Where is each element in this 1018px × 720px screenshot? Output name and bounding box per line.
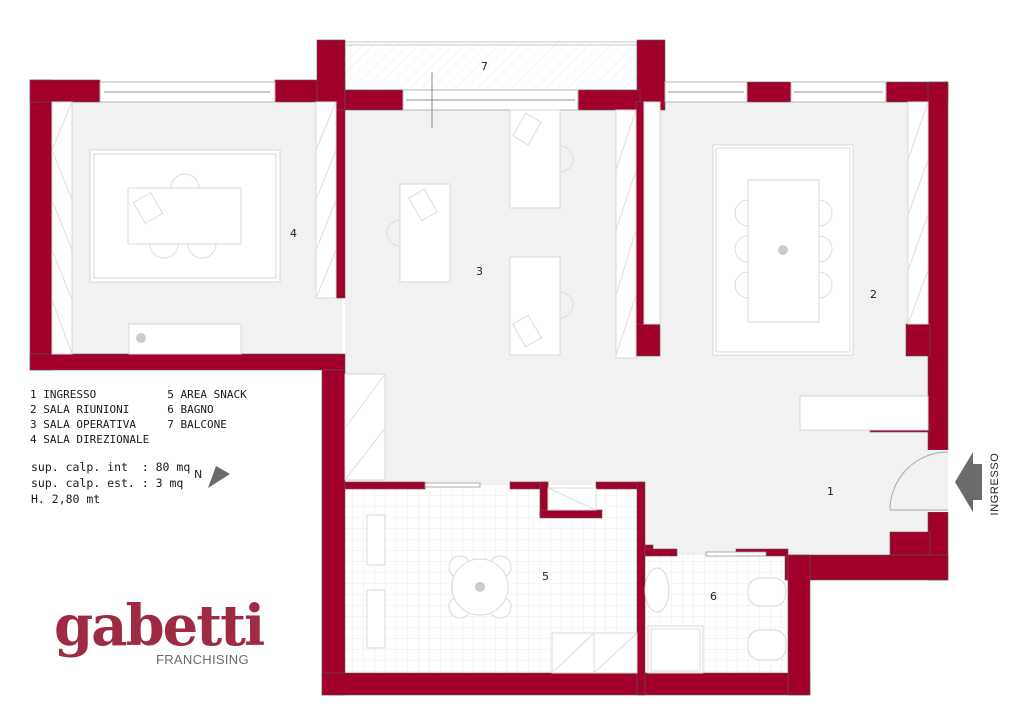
legend-column-1: 1 INGRESSO 2 SALA RIUNIONI 3 SALA OPERAT… [30, 387, 149, 447]
entrance-label: INGRESSO [989, 452, 1001, 516]
entrance-arrow-icon [955, 452, 982, 512]
room-number-7: 7 [481, 60, 488, 73]
entrance-door [889, 450, 949, 512]
room-balcone [344, 41, 638, 91]
room-4-furniture [89, 149, 281, 355]
area-stats: sup. calp. int : 80 mq sup. calp. est. :… [31, 459, 190, 507]
legend-item: 3 SALA OPERATIVA [30, 418, 136, 431]
room-number-6: 6 [710, 590, 717, 603]
room-number-1: 1 [827, 485, 834, 498]
legend-item: 6 BAGNO [167, 403, 214, 416]
cabinets [51, 101, 929, 481]
room-number-4: 4 [290, 227, 297, 240]
legend-item: 7 BALCONE [167, 418, 227, 431]
legend-item: 1 INGRESSO [30, 388, 97, 401]
room-number-3: 3 [476, 265, 483, 278]
external-area: sup. calp. est. : 3 mq [31, 476, 184, 490]
north-arrow-icon [208, 466, 230, 488]
logo-subtitle: FRANCHISING [156, 652, 249, 667]
room-2-furniture [712, 144, 854, 356]
room-3-furniture [386, 109, 574, 356]
walls [29, 39, 949, 696]
gabetti-logo: gabetti FRANCHISING [54, 593, 265, 667]
legend-column-2: 5 AREA SNACK 6 BAGNO 7 BALCONE [167, 387, 246, 447]
windows [99, 72, 887, 557]
ceiling-height: H. 2,80 mt [31, 492, 101, 506]
room-6-fixtures [644, 567, 787, 674]
legend-item: 5 AREA SNACK [167, 388, 247, 401]
room-5-furniture [366, 487, 638, 675]
legend-item: 2 SALA RIUNIONI [30, 403, 130, 416]
internal-area: sup. calp. int : 80 mq [31, 460, 191, 474]
room-legend: 1 INGRESSO 2 SALA RIUNIONI 3 SALA OPERAT… [30, 387, 247, 447]
room-numbers: 1 2 3 4 5 6 7 [290, 60, 877, 603]
room-number-5: 5 [542, 570, 549, 583]
north-indicator: N [194, 462, 234, 490]
logo-brand: gabetti [54, 593, 265, 659]
legend-item: 4 SALA DIREZIONALE [30, 433, 150, 446]
north-label: N [194, 468, 203, 481]
room-number-2: 2 [870, 288, 877, 301]
